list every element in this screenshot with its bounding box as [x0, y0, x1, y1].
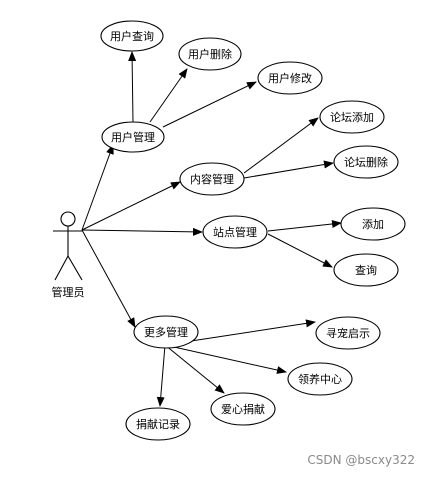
- use-case-user-manage: 用户管理: [101, 121, 165, 153]
- edge-site-query: [267, 233, 333, 268]
- use-case-user-delete: 用户删除: [178, 37, 242, 71]
- watermark: CSDN @bscxy322: [307, 453, 415, 467]
- edge-site-add: [267, 220, 342, 232]
- edge-content-forum-add: [243, 117, 319, 174]
- edge-actor-more-manage: [81, 229, 136, 328]
- actor-right-leg: [67, 255, 83, 281]
- forum-delete-label: 论坛删除: [344, 155, 388, 169]
- actor-head: [60, 211, 76, 227]
- user-manage-label: 用户管理: [111, 130, 155, 144]
- donation-record-label: 捐献记录: [136, 417, 180, 431]
- edge-user-manage-modify: [162, 81, 257, 128]
- find-pet-notice-label: 寻宠启示: [326, 326, 370, 340]
- edge-actor-site-manage: [81, 227, 203, 236]
- use-case-content-manage: 内容管理: [179, 162, 245, 196]
- use-case-more-manage: 更多管理: [133, 315, 199, 349]
- edge-more-adoption: [164, 344, 287, 374]
- use-case-site-manage: 站点管理: [202, 215, 268, 249]
- edge-user-manage-delete: [149, 68, 188, 123]
- use-case-find-pet-notice: 寻宠启示: [315, 316, 381, 350]
- user-modify-label: 用户修改: [268, 71, 312, 85]
- use-case-user-query: 用户查询: [100, 20, 164, 52]
- user-query-label: 用户查询: [110, 29, 154, 43]
- user-delete-label: 用户删除: [188, 47, 232, 61]
- actor-label: 管理员: [52, 285, 85, 299]
- adoption-center-label: 领养中心: [298, 372, 342, 386]
- edge-more-donation-record: [156, 344, 166, 407]
- query-label: 查询: [355, 263, 377, 277]
- use-case-add: 添加: [340, 207, 406, 241]
- edge-more-love-donation: [164, 344, 225, 394]
- actor-left-leg: [54, 255, 69, 281]
- edge-actor-user-manage: [81, 144, 114, 231]
- content-manage-label: 内容管理: [190, 172, 234, 186]
- use-case-user-modify: 用户修改: [257, 61, 323, 95]
- use-case-donation-record: 捐献记录: [125, 407, 191, 441]
- use-case-query: 查询: [333, 253, 399, 287]
- actor-administrator: 管理员: [52, 211, 85, 299]
- add-label: 添加: [362, 217, 384, 231]
- edge-user-manage-query: [128, 51, 137, 123]
- more-manage-label: 更多管理: [144, 325, 188, 339]
- use-case-forum-delete: 论坛删除: [333, 145, 399, 179]
- forum-add-label: 论坛添加: [330, 110, 374, 124]
- love-donation-label: 爱心捐献: [221, 402, 265, 416]
- use-case-forum-add: 论坛添加: [319, 100, 385, 134]
- use-case-love-donation: 爱心捐献: [210, 392, 276, 426]
- edge-content-forum-delete: [243, 160, 334, 179]
- edge-actor-content-manage: [81, 181, 181, 231]
- use-case-adoption-center: 领养中心: [287, 362, 353, 396]
- site-manage-label: 站点管理: [213, 225, 257, 239]
